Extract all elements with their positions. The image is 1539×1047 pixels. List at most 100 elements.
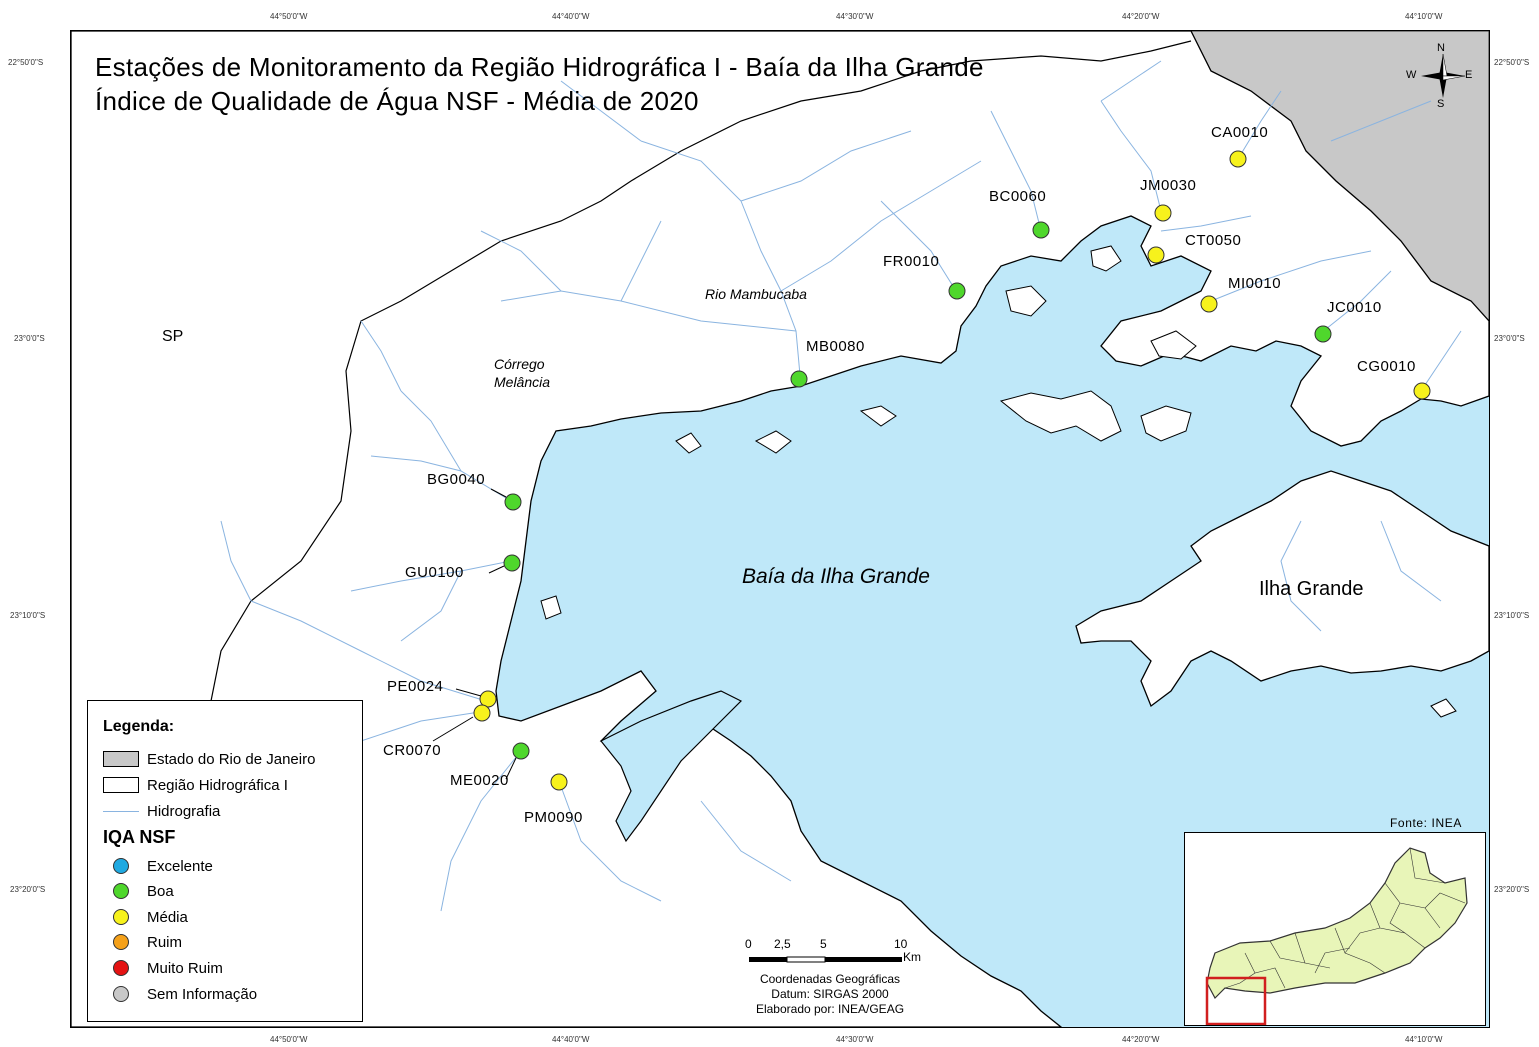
- state-swatch: [103, 751, 139, 767]
- river-label-corrego: Córrego: [494, 356, 545, 372]
- map-canvas[interactable]: [71, 31, 1489, 1027]
- map-title-line2: Índice de Qualidade de Água NSF - Média …: [95, 86, 699, 116]
- station-marker-mb0080[interactable]: [790, 370, 808, 388]
- compass-north-label: N: [1437, 42, 1445, 54]
- lon-tick-bottom: 44°30'0"W: [836, 1035, 874, 1044]
- lon-tick-top: 44°20'0"W: [1122, 12, 1160, 21]
- station-marker-me0020[interactable]: [512, 742, 530, 760]
- legend-label-muito-ruim: Muito Ruim: [147, 959, 223, 977]
- scale-tick-10: 10: [894, 937, 908, 951]
- island: [540, 595, 562, 620]
- lat-tick-right: 22°50'0"S: [1494, 58, 1530, 67]
- legend-row-state: Estado do Rio de Janeiro: [103, 748, 315, 770]
- station-label-ct0050: CT0050: [1185, 232, 1242, 249]
- station-marker-cr0070[interactable]: [473, 704, 491, 722]
- legend-row-region: Região Hidrográfica I: [103, 774, 288, 796]
- island: [1140, 405, 1192, 442]
- legend-row-ruim: Ruim: [103, 931, 182, 953]
- legend-label-sem-informacao: Sem Informação: [147, 985, 258, 1003]
- station-label-pm0090: PM0090: [524, 809, 583, 826]
- legend-iqa-title: IQA NSF: [103, 827, 176, 847]
- boa-dot-icon: [113, 883, 129, 899]
- lat-tick-right: 23°0'0"S: [1494, 334, 1525, 343]
- excelente-dot-icon: [113, 858, 129, 874]
- compass-west-label: W: [1406, 69, 1417, 81]
- inset-locator-map: [1184, 832, 1486, 1026]
- legend-label-media: Média: [147, 908, 188, 926]
- station-marker-jm0030[interactable]: [1154, 204, 1172, 222]
- lat-tick-left: 23°10'0"S: [10, 611, 46, 620]
- inset-highlight-box: [1205, 976, 1267, 1026]
- station-label-mb0080: MB0080: [806, 338, 865, 355]
- station-label-mi0010: MI0010: [1228, 275, 1282, 292]
- lat-tick-right: 23°10'0"S: [1494, 611, 1530, 620]
- station-marker-fr0010[interactable]: [948, 282, 966, 300]
- legend-title: Legenda:: [103, 718, 175, 735]
- lat-tick-left: 23°0'0"S: [14, 334, 45, 343]
- station-label-ca0010: CA0010: [1211, 124, 1269, 141]
- station-label-bg0040: BG0040: [427, 471, 486, 488]
- scale-tick-5: 5: [820, 937, 827, 951]
- lon-tick-top: 44°30'0"W: [836, 12, 874, 21]
- lon-tick-top: 44°10'0"W: [1405, 12, 1443, 21]
- station-marker-cg0010[interactable]: [1413, 382, 1431, 400]
- legend-label-region: Região Hidrográfica I: [147, 776, 288, 794]
- region-border: [210, 40, 1192, 702]
- station-marker-jc0010[interactable]: [1314, 325, 1332, 343]
- lon-tick-bottom: 44°50'0"W: [270, 1035, 308, 1044]
- station-marker-bc0060[interactable]: [1032, 221, 1050, 239]
- station-marker-ca0010[interactable]: [1229, 150, 1247, 168]
- legend-panel: Legenda: Estado do Rio de Janeiro Região…: [87, 700, 363, 1022]
- station-marker-ct0050[interactable]: [1147, 246, 1165, 264]
- lat-tick-left: 22°50'0"S: [8, 58, 44, 67]
- lon-tick-bottom: 44°10'0"W: [1405, 1035, 1443, 1044]
- island: [999, 390, 1122, 442]
- legend-row-media: Média: [103, 906, 188, 928]
- scale-tick-2-5: 2,5: [774, 937, 791, 951]
- lat-tick-right: 23°20'0"S: [1494, 885, 1530, 894]
- state-label-sp: SP: [162, 328, 184, 345]
- station-label-me0020: ME0020: [450, 772, 509, 789]
- credits-author: Elaborado por: INEA/GEAG: [755, 1002, 905, 1016]
- source-label: Fonte: INEA: [1390, 816, 1462, 830]
- scale-unit: Km: [903, 950, 921, 964]
- legend-row-muito-ruim: Muito Ruim: [103, 957, 223, 979]
- lon-tick-top: 44°40'0"W: [552, 12, 590, 21]
- station-label-gu0100: GU0100: [405, 564, 464, 581]
- island: [1430, 698, 1457, 718]
- island-label: Ilha Grande: [1259, 578, 1364, 600]
- station-marker-bg0040[interactable]: [504, 493, 522, 511]
- station-marker-pm0090[interactable]: [550, 773, 568, 791]
- scale-bar: [749, 956, 902, 963]
- stations-layer: [473, 150, 1431, 791]
- station-label-jc0010: JC0010: [1327, 299, 1382, 316]
- station-label-bc0060: BC0060: [989, 188, 1047, 205]
- muito-ruim-dot-icon: [113, 960, 129, 976]
- municipality-lines: [1224, 847, 1466, 989]
- island: [754, 430, 792, 454]
- station-marker-mi0010[interactable]: [1200, 295, 1218, 313]
- map-credits: Coordenadas Geográficas Datum: SIRGAS 20…: [730, 972, 930, 1017]
- island: [675, 432, 702, 454]
- legend-label-excelente: Excelente: [147, 857, 213, 875]
- lon-tick-top: 44°50'0"W: [270, 12, 308, 21]
- station-label-cg0010: CG0010: [1357, 358, 1416, 375]
- legend-label-boa: Boa: [147, 882, 174, 900]
- lat-tick-left: 23°20'0"S: [10, 885, 46, 894]
- credits-datum: Datum: SIRGAS 2000: [771, 987, 889, 1001]
- ilha-grande-island: [1075, 470, 1489, 708]
- legend-label-ruim: Ruim: [147, 933, 183, 951]
- island: [1090, 245, 1122, 272]
- island: [859, 405, 897, 427]
- station-marker-gu0100[interactable]: [503, 554, 521, 572]
- hydro-swatch: [103, 810, 139, 812]
- station-label-jm0030: JM0030: [1140, 177, 1197, 194]
- ruim-dot-icon: [113, 934, 129, 950]
- legend-row-boa: Boa: [103, 880, 174, 902]
- lon-tick-bottom: 44°20'0"W: [1122, 1035, 1160, 1044]
- media-dot-icon: [113, 909, 129, 925]
- legend-row-hydro: Hidrografia: [103, 800, 220, 822]
- legend-row-sem-info: Sem Informação: [103, 983, 257, 1005]
- leader-lines: [432, 488, 517, 780]
- inset-map-svg: [1205, 847, 1468, 1026]
